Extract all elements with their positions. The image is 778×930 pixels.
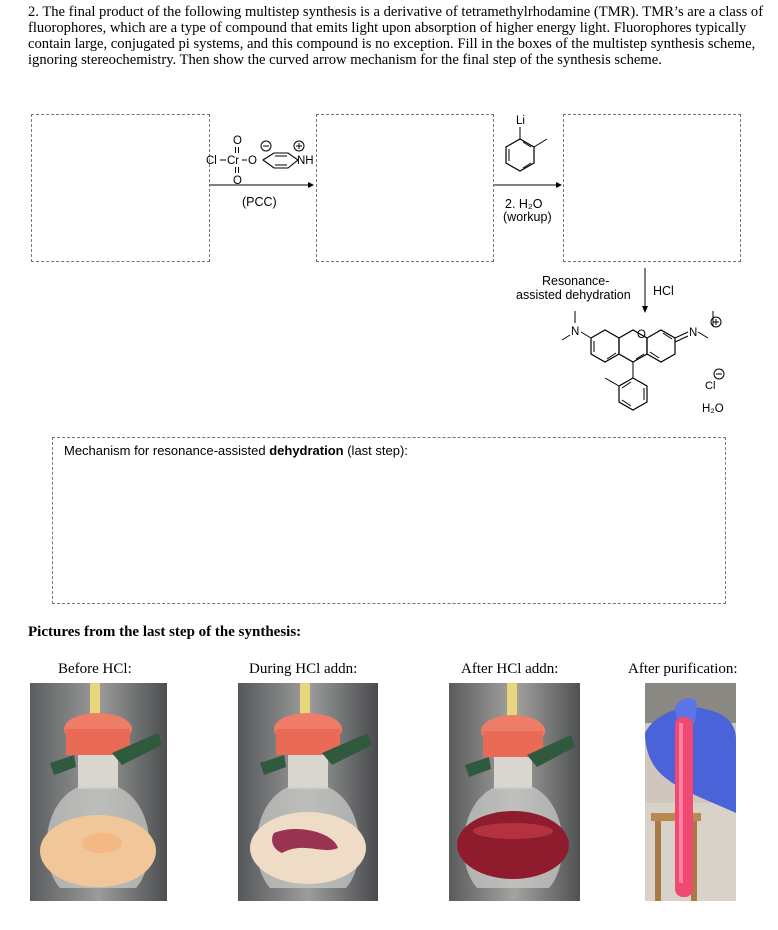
dehydration-label-line1: Resonance- (542, 274, 610, 288)
reaction-arrow-2 (494, 182, 562, 188)
aryllithium-structure: Li (505, 115, 548, 172)
photo-before-hcl (30, 683, 167, 901)
pictures-title: Pictures from the last step of the synth… (28, 624, 302, 640)
atom-o-minus: O (248, 155, 257, 167)
reaction-arrow-1 (210, 182, 314, 188)
pcc-label: (PCC) (242, 195, 277, 209)
atom-cl-counterion: Cl (705, 380, 715, 392)
caption-before: Before HCl: (58, 661, 132, 677)
water-label: H₂O (702, 403, 724, 415)
atom-cr: Cr (227, 155, 239, 167)
answer-box-3[interactable] (563, 114, 741, 262)
dehydration-arrow (642, 268, 648, 313)
atom-li: Li (516, 115, 525, 127)
atom-o-top: O (233, 135, 242, 147)
plus-charge-icon (293, 140, 305, 152)
atom-o-ring: O (637, 329, 646, 341)
mechanism-box[interactable] (52, 437, 726, 604)
atom-cl: Cl (206, 155, 217, 167)
minus-charge-icon (260, 140, 272, 152)
minus-charge-icon (713, 368, 725, 380)
plus-charge-icon (710, 316, 722, 328)
caption-after: After HCl addn: (461, 661, 559, 677)
question-prompt: 2. The final product of the following mu… (28, 4, 764, 68)
answer-box-1[interactable] (31, 114, 210, 262)
answer-box-2[interactable] (316, 114, 494, 262)
caption-during: During HCl addn: (249, 661, 358, 677)
step2-label-line2: (workup) (503, 210, 552, 224)
atom-n-left: N (571, 326, 579, 338)
atom-o-bottom: O (233, 175, 242, 187)
photo-during-hcl (238, 683, 378, 901)
dehydration-label-line2: assisted dehydration (516, 288, 631, 302)
caption-purified: After purification: (628, 661, 738, 677)
photo-after-purification (645, 683, 736, 901)
step2-label-line1: 2. H₂O (505, 197, 543, 211)
hcl-label: HCl (653, 284, 674, 298)
atom-n-right: N (689, 327, 697, 339)
mechanism-label: Mechanism for resonance-assisted dehydra… (64, 443, 408, 458)
photo-after-hcl (449, 683, 580, 901)
final-product-structure: N O N Cl H₂O (561, 311, 725, 415)
atom-nh: NH (297, 155, 314, 167)
pcc-structure: Cl Cr O O O NH (206, 135, 314, 187)
